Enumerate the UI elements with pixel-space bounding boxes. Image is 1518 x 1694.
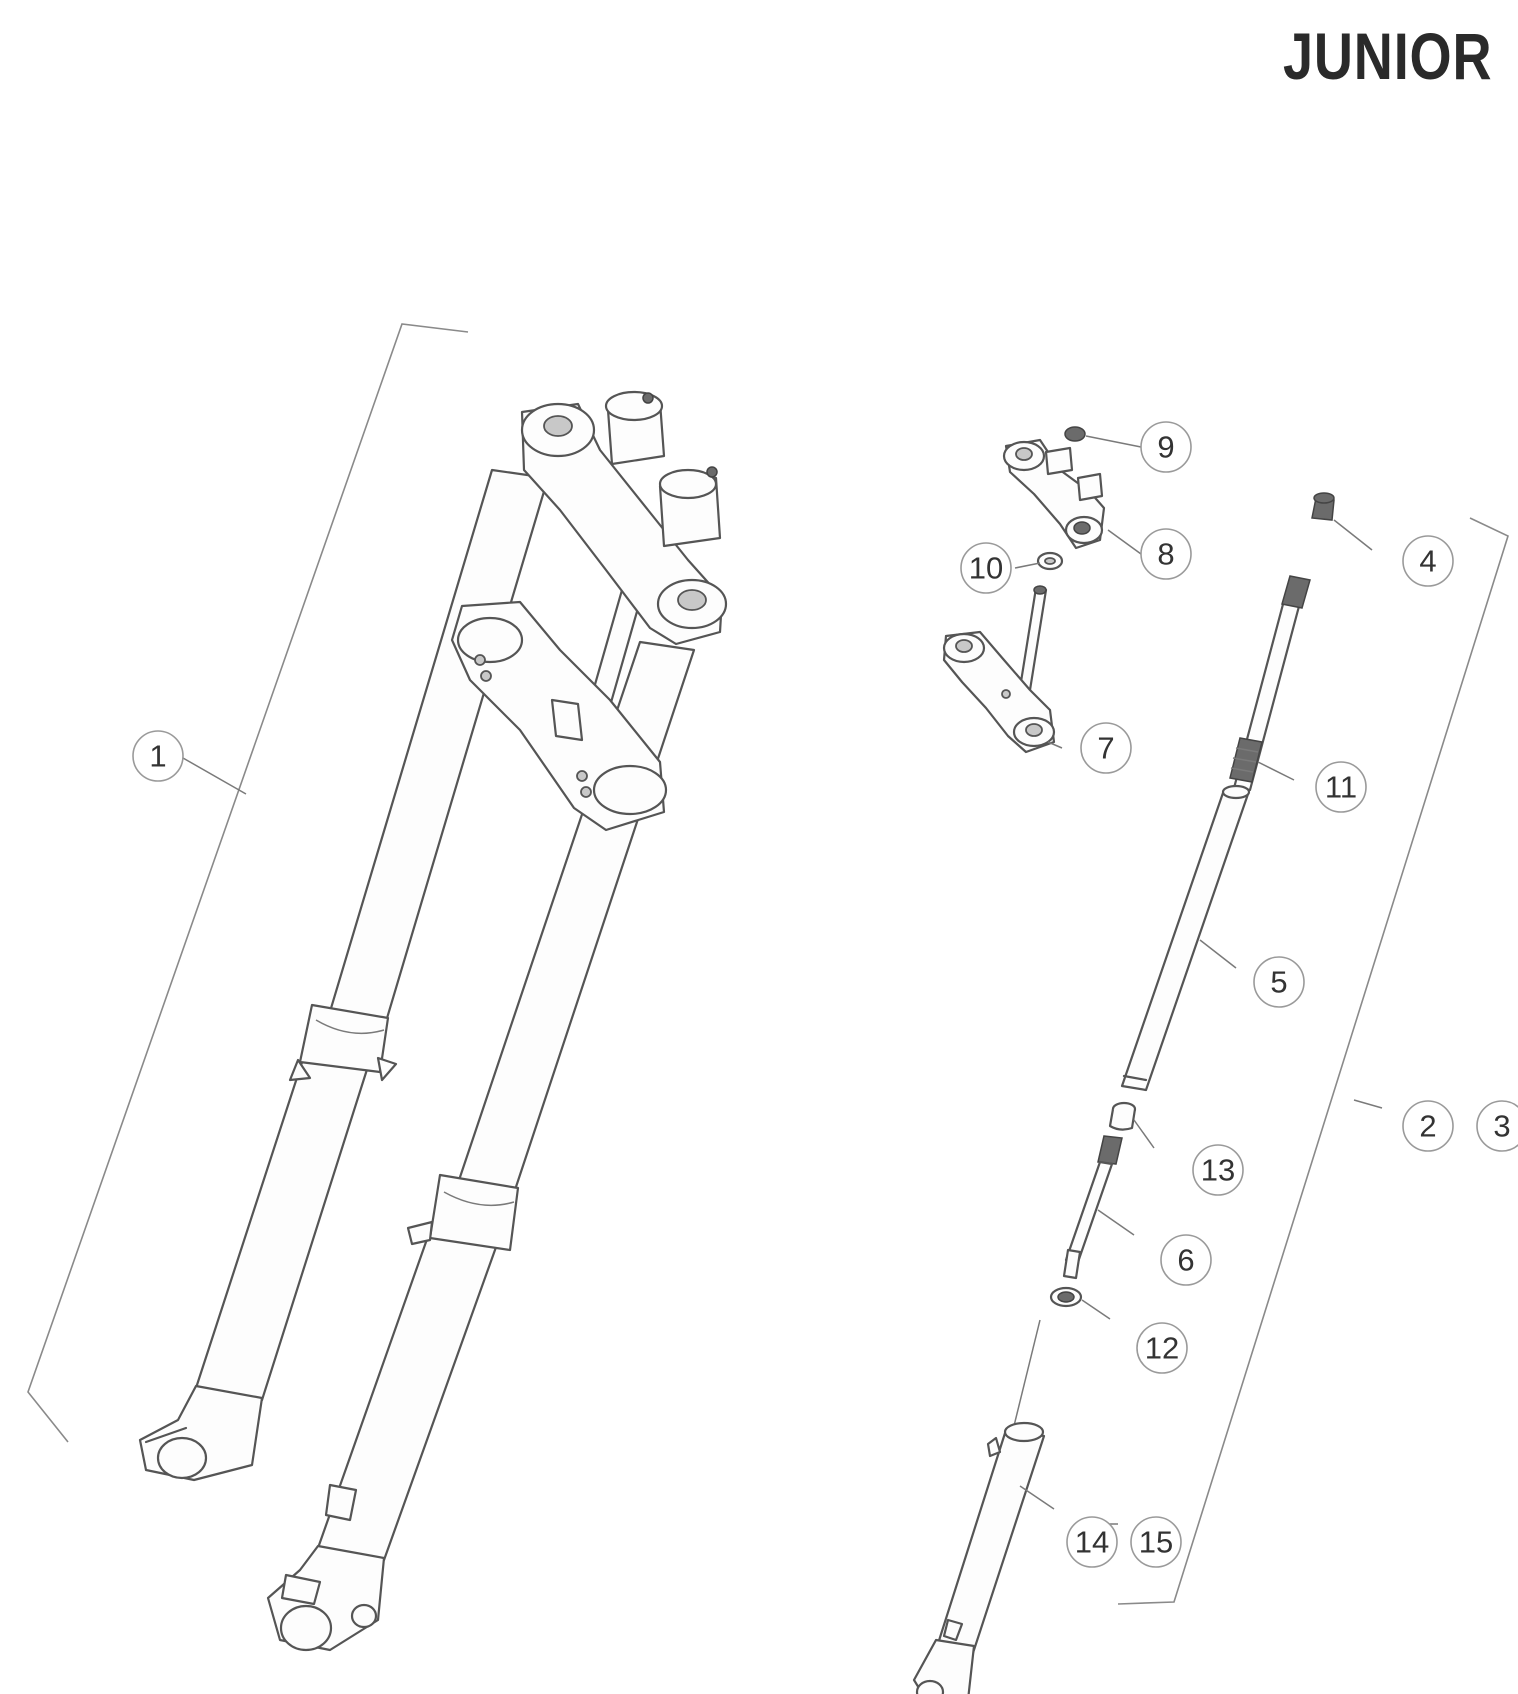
callout-10-label: 10 xyxy=(969,551,1003,586)
callout-6: 6 xyxy=(1160,1234,1212,1286)
callout-7-label: 7 xyxy=(1097,731,1114,766)
part-5-damper-tube xyxy=(1120,784,1251,1092)
left-fork-collar xyxy=(298,1003,390,1074)
part-14-15-lower-slider xyxy=(912,1421,1046,1694)
callout-13-label: 13 xyxy=(1201,1153,1235,1188)
callout-5-label: 5 xyxy=(1270,965,1287,1000)
part-4-fork-cap xyxy=(1311,492,1335,521)
part-11-spring-tube xyxy=(1229,575,1311,792)
callout-15-label: 15 xyxy=(1139,1525,1173,1560)
part-7-lower-clamp-stem xyxy=(942,585,1056,754)
part-6-damper-rod xyxy=(1062,1135,1123,1280)
callout-8: 8 xyxy=(1140,528,1192,580)
exploded-parts-illustration xyxy=(912,426,1509,1694)
part-13-bushing xyxy=(1108,1101,1137,1131)
callout-15: 15 xyxy=(1130,1516,1182,1568)
callout-10: 10 xyxy=(960,542,1012,594)
part-12-seal-ring xyxy=(1049,1286,1083,1308)
fork-assembly-illustration xyxy=(27,323,728,1652)
callout-14: 14 xyxy=(1066,1516,1118,1568)
callout-3: 3 xyxy=(1476,1100,1518,1152)
callout-9: 9 xyxy=(1140,421,1192,473)
callout-4: 4 xyxy=(1402,535,1454,587)
parts-bracket xyxy=(1117,517,1509,1605)
callout-5: 5 xyxy=(1253,956,1305,1008)
leader-lines xyxy=(182,435,1450,1525)
callout-8-label: 8 xyxy=(1157,537,1174,572)
left-upper-tube xyxy=(324,468,550,1037)
callout-14-label: 14 xyxy=(1075,1525,1109,1560)
callout-6-label: 6 xyxy=(1177,1243,1194,1278)
right-fork-collar xyxy=(428,1173,520,1252)
callout-2-label: 2 xyxy=(1419,1109,1436,1144)
callout-1-label: 1 xyxy=(149,739,166,774)
part-10-washer xyxy=(1036,551,1064,571)
callout-3-label: 3 xyxy=(1493,1109,1510,1144)
callout-12: 12 xyxy=(1136,1322,1188,1374)
callout-2: 2 xyxy=(1402,1100,1454,1152)
callout-13: 13 xyxy=(1192,1144,1244,1196)
left-lower-slider xyxy=(194,1048,372,1402)
callout-1: 1 xyxy=(132,730,184,782)
page-title: JUNIOR xyxy=(1282,19,1492,93)
callout-11-label: 11 xyxy=(1325,770,1357,805)
part-8-upper-clamp xyxy=(1002,438,1106,550)
callout-12-label: 12 xyxy=(1145,1331,1179,1366)
callout-11: 11 xyxy=(1315,761,1367,813)
callout-7: 7 xyxy=(1080,722,1132,774)
assembly-bracket xyxy=(27,323,469,1443)
part-9-top-nut xyxy=(1064,426,1086,442)
callout-9-label: 9 xyxy=(1157,430,1174,465)
callout-4-label: 4 xyxy=(1419,544,1436,579)
